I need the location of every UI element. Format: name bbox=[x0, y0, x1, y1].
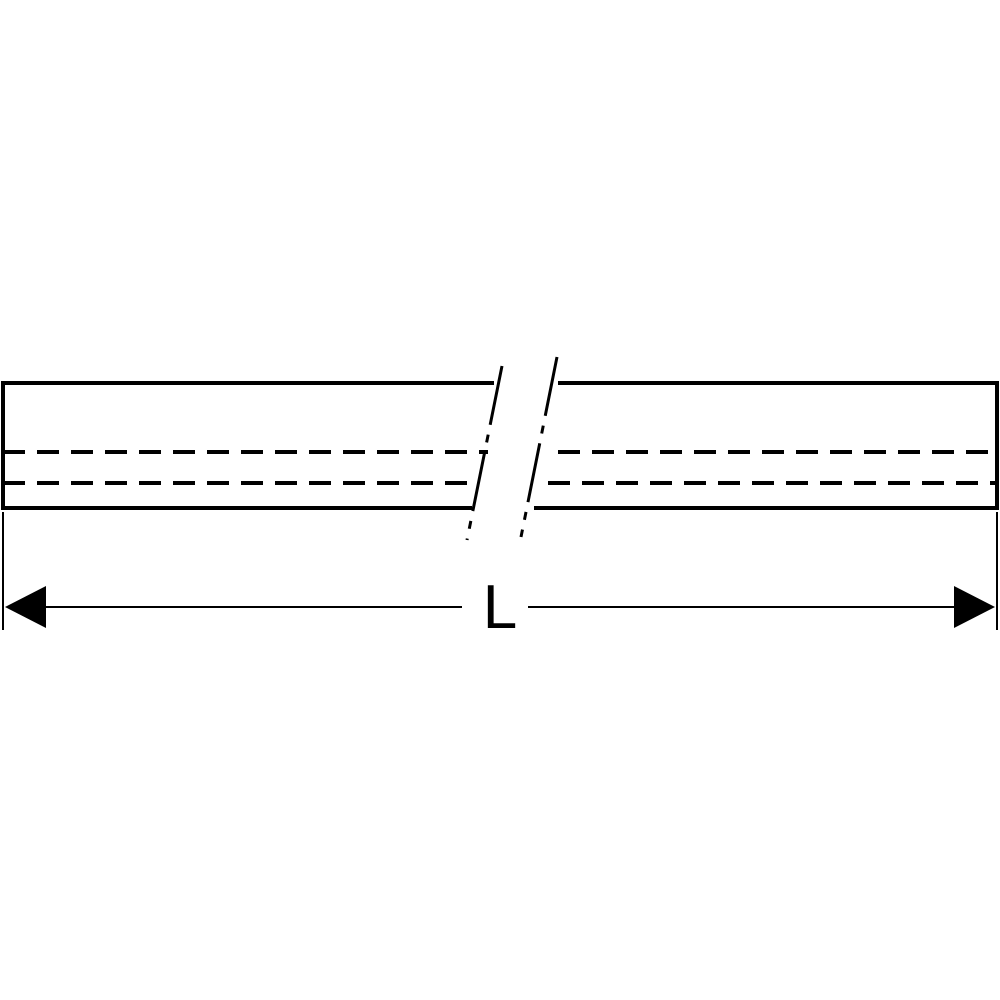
bore-hidden-lines bbox=[3, 450, 997, 485]
pipe-left-segment bbox=[1, 381, 494, 510]
pipe-right-segment bbox=[534, 381, 999, 510]
break-line-right bbox=[519, 356, 559, 538]
dimension-label: L bbox=[483, 573, 517, 642]
break-line-left bbox=[465, 365, 504, 541]
dimension-extension-lines bbox=[2, 512, 998, 630]
arrowhead-right bbox=[954, 586, 995, 628]
arrowhead-left bbox=[5, 586, 46, 628]
break-symbol bbox=[465, 356, 559, 541]
